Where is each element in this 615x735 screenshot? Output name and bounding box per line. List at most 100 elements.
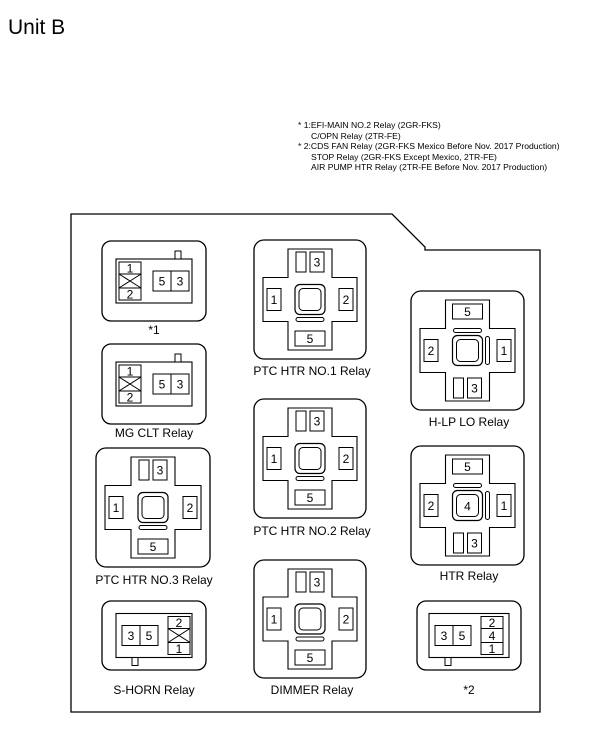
unit-outline: [70, 213, 541, 713]
terminal-number: 4: [489, 629, 496, 643]
relay-label: PTC HTR NO.2 Relay: [253, 524, 370, 538]
separator-bar: [138, 525, 168, 530]
terminal-box: [496, 339, 512, 362]
terminal-number: 4: [464, 500, 471, 514]
page-title: Unit B: [8, 16, 66, 39]
terminal-number: 5: [464, 460, 471, 474]
relay-label: PTC HTR NO.1 Relay: [253, 364, 370, 378]
separator-bar: [295, 317, 325, 322]
terminal-box: [496, 494, 512, 517]
key-slot: [295, 571, 307, 593]
terminal-number: 3: [177, 275, 184, 289]
footnote-line: * 2:CDS FAN Relay (2GR-FKS Mexico Before…: [298, 141, 560, 152]
terminal-box: [108, 496, 124, 519]
terminal-box: [467, 532, 482, 554]
terminal-box: [338, 288, 354, 311]
center-boss-inner: [141, 496, 165, 519]
separator-bar: [295, 636, 325, 642]
terminal-number: 5: [307, 491, 314, 505]
terminal-number: 1: [127, 262, 134, 276]
terminal-number: 2: [127, 288, 134, 302]
terminal-number: 1: [489, 642, 496, 656]
terminal-number: 1: [501, 344, 508, 358]
footnote-line: * 1:EFI-MAIN NO.2 Relay (2GR-FKS): [298, 120, 441, 130]
terminal-number: 5: [307, 332, 314, 346]
latch-tab: [444, 657, 452, 666]
terminal-box: [452, 458, 483, 475]
terminal-number: 5: [159, 378, 166, 392]
terminal-number: 3: [314, 576, 321, 590]
diode-cross: [118, 273, 142, 289]
terminal-number: 1: [113, 501, 120, 515]
separator-bar: [453, 483, 482, 488]
terminal-number: 1: [271, 613, 278, 627]
center-boss-inner: [298, 288, 322, 311]
relay-label: S-HORN Relay: [113, 683, 194, 697]
terminal-box: [139, 625, 159, 646]
relay-label: HTR Relay: [440, 569, 499, 583]
terminal-box: [338, 607, 354, 631]
terminal-number: 3: [128, 629, 135, 643]
terminal-box: [266, 607, 282, 631]
terminal-box: [294, 649, 326, 666]
terminal-number: 3: [314, 256, 321, 270]
terminal-number: 2: [428, 344, 435, 358]
relay-label: DIMMER Relay: [271, 683, 354, 697]
relay-label: MG CLT Relay: [115, 426, 193, 440]
terminal-number: 1: [271, 293, 278, 307]
terminal-number: 2: [343, 293, 350, 307]
diode-cross: [167, 628, 191, 643]
terminal-number: 3: [471, 382, 478, 396]
separator-bar: [295, 476, 325, 481]
terminal-box: [266, 288, 282, 311]
key-slot: [138, 459, 150, 481]
terminal-box: [170, 270, 190, 292]
footnote-line: C/OPN Relay (2TR-FE): [311, 130, 401, 141]
terminal-number: 5: [459, 629, 466, 643]
footnote-line: STOP Relay (2GR-FKS Except Mexico, 2TR-F…: [311, 151, 497, 162]
diode-cross: [118, 376, 142, 392]
terminal-box: [480, 642, 504, 655]
center-boss-inner: [298, 607, 322, 631]
terminal-box: [182, 496, 198, 519]
terminal-number: 1: [501, 499, 508, 513]
separator-bar: [453, 328, 482, 333]
relay-label: PTC HTR NO.3 Relay: [95, 573, 212, 587]
terminal-box: [118, 390, 142, 404]
terminal-number: 2: [176, 616, 183, 630]
terminal-number: 2: [428, 499, 435, 513]
footnote-line: AIR PUMP HTR Relay (2TR-FE Before Nov. 2…: [311, 162, 548, 173]
terminal-box: [294, 489, 326, 506]
terminal-number: 2: [187, 501, 194, 515]
terminal-number: 1: [127, 365, 134, 379]
terminal-number: 1: [271, 452, 278, 466]
center-boss: [451, 489, 484, 522]
center-boss: [294, 603, 326, 635]
terminal-box: [452, 303, 483, 320]
terminal-number: 3: [314, 415, 321, 429]
key-slot: [295, 251, 307, 273]
terminal-number: 1: [176, 642, 183, 656]
terminal-number: 3: [441, 629, 448, 643]
terminal-number: 2: [343, 613, 350, 627]
center-boss: [451, 334, 484, 367]
relay-label: H-LP LO Relay: [429, 415, 509, 429]
terminal-number: 5: [146, 629, 153, 643]
center-boss-inner: [456, 494, 479, 517]
terminal-number: 2: [343, 452, 350, 466]
terminal-number: 3: [177, 378, 184, 392]
latch-tab: [174, 250, 182, 260]
terminal-box: [266, 447, 282, 470]
terminal-number: 2: [127, 391, 134, 405]
center-boss-inner: [298, 447, 322, 470]
footnotes: * 1:EFI-MAIN NO.2 Relay (2GR-FKS) C/OPN …: [298, 120, 560, 173]
terminal-number: 5: [307, 651, 314, 665]
terminal-number: 5: [464, 305, 471, 319]
relay-h-lp-lo: 5 3 2 1H-LP LO Relay: [410, 290, 525, 429]
center-boss: [294, 442, 326, 475]
separator-bar: [485, 336, 490, 365]
